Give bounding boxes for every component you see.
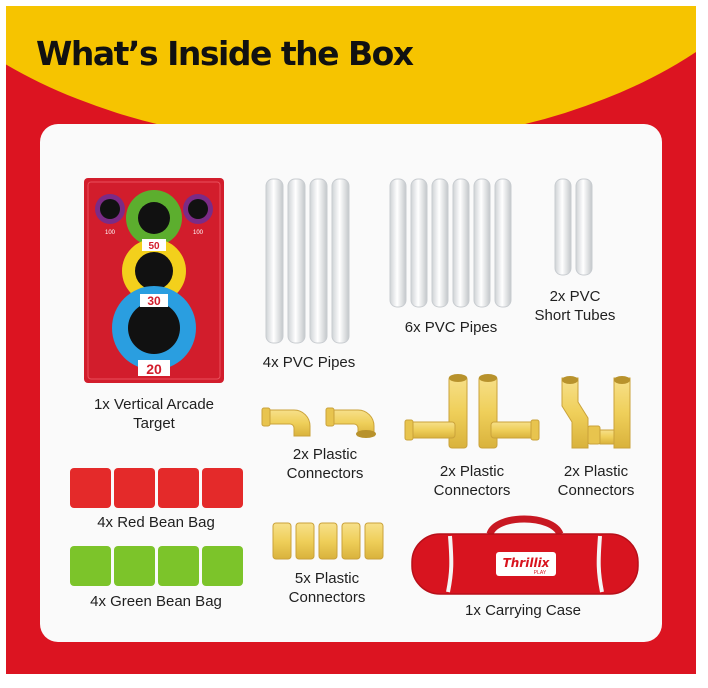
pvc-pipes-4-image (265, 178, 350, 344)
green-bean-bags-label: 4x Green Bean Bag (90, 593, 222, 610)
t-connectors-label: 2x Plastic Connectors (433, 463, 511, 499)
angled-connectors-image (561, 376, 631, 449)
page-title: What’s Inside the Box (36, 34, 414, 73)
pvc-pipes-4-label: 4x PVC Pipes (262, 354, 356, 371)
bag-logo: Thrillix (503, 556, 551, 570)
pvc-pipes-6-label: 6x PVC Pipes (404, 319, 498, 336)
target-score-blue: 20 (146, 361, 162, 377)
target-score-right: 100 (193, 230, 204, 236)
red-bean-bags-label: 4x Red Bean Bag (97, 514, 215, 531)
elbow-connectors-label: 2x Plastic Connectors (286, 446, 364, 482)
short-connectors-image (272, 522, 384, 560)
red-bean-bags-image (70, 468, 243, 508)
arcade-target-image: 100 100 50 30 20 (84, 178, 224, 383)
pvc-short-tubes-image (554, 178, 593, 276)
carrying-case-label: 1x Carrying Case (465, 602, 581, 619)
arcade-target-label: 1x Vertical Arcade Target (93, 396, 215, 432)
target-score-left: 100 (105, 230, 116, 236)
angled-connectors-label: 2x Plastic Connectors (557, 463, 635, 499)
pvc-short-tubes-label: 2x PVC Short Tubes (534, 288, 616, 324)
t-connectors-image (404, 374, 540, 449)
pvc-pipes-6-image (389, 178, 512, 308)
green-bean-bags-image (70, 546, 243, 586)
target-score-yellow: 30 (147, 294, 161, 308)
carrying-case-image: Thrillix PLAY (411, 515, 639, 595)
bag-logo-sub: PLAY (534, 570, 547, 576)
elbow-connectors-image (261, 407, 376, 438)
short-connectors-label: 5x Plastic Connectors (288, 570, 366, 606)
target-score-green: 50 (148, 241, 160, 252)
